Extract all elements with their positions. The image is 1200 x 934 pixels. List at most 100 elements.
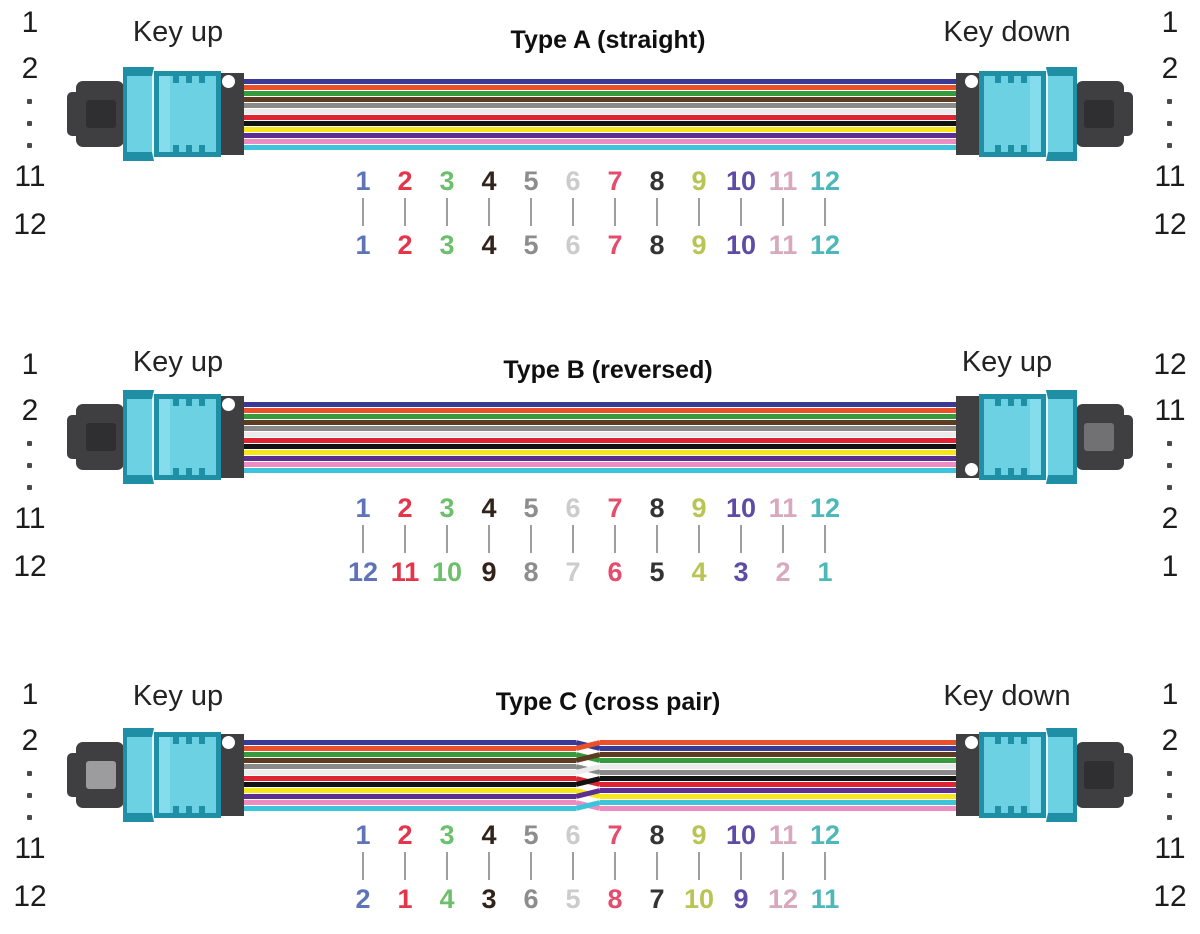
crossed-fiber-2 [576, 740, 600, 751]
pin-ellipsis-dot [27, 441, 32, 446]
map-connector-line [782, 852, 784, 880]
map-line-cell [426, 523, 468, 557]
map-top-number: 4 [481, 166, 497, 196]
map-connector-line [740, 198, 742, 226]
pin-number: 1 [1161, 6, 1179, 39]
fiber-10 [244, 456, 956, 461]
map-bottom-number: 6 [607, 557, 623, 587]
pin-ellipsis-dot [27, 121, 32, 126]
map-line-cell [678, 196, 720, 230]
map-bottom-number: 11 [768, 230, 798, 260]
fiber-10 [244, 133, 956, 138]
map-line-cell [468, 196, 510, 230]
crossed-fiber-4 [576, 752, 600, 763]
map-bottom-number: 4 [439, 884, 455, 914]
connector-housing-inner [123, 390, 154, 484]
pin-ellipsis-dot [1167, 771, 1172, 776]
fiber-9 [244, 788, 576, 793]
map-top-number: 8 [649, 166, 665, 196]
map-connector-line [614, 198, 616, 226]
fiber-1 [600, 746, 956, 751]
map-bottom-number: 4 [481, 230, 497, 260]
map-connector-line [782, 525, 784, 553]
pin-number: 11 [1154, 160, 1186, 193]
map-connector-line [446, 525, 448, 553]
map-line-cell [762, 523, 804, 557]
connector-housing-inner [123, 67, 154, 161]
map-line-cell [552, 196, 594, 230]
pin-number: 2 [21, 52, 39, 85]
connector-housing-outer [154, 394, 221, 480]
map-connector-line [362, 525, 364, 553]
fiber-6 [244, 770, 576, 775]
map-line-cell [510, 523, 552, 557]
fiber-11 [600, 806, 956, 811]
pin-ellipsis-dot [1167, 485, 1172, 490]
map-connector-line [698, 852, 700, 880]
fiber-4 [244, 758, 576, 763]
map-top-number: 10 [725, 166, 757, 196]
map-bottom-number: 12 [809, 230, 841, 260]
map-bottom-number: 5 [649, 557, 665, 587]
crossed-fiber-8 [576, 776, 600, 787]
connector-boot [76, 404, 124, 470]
fiber-5 [244, 764, 576, 769]
map-connector-line [614, 525, 616, 553]
map-connector-line [446, 852, 448, 880]
pin-ellipsis-dot [27, 771, 32, 776]
map-bottom-number: 9 [691, 230, 707, 260]
connector-boot [76, 742, 124, 808]
pin-ellipsis-dot [27, 143, 32, 148]
fiber-2 [244, 746, 576, 751]
map-line-cell [384, 196, 426, 230]
fiber-ribbon-stripes [244, 740, 576, 811]
map-line-cell [594, 850, 636, 884]
pin-number: 2 [21, 394, 39, 427]
fiber-11 [244, 800, 576, 805]
map-connector-line [740, 852, 742, 880]
map-bottom-number: 8 [649, 230, 665, 260]
connector-housing-outer [154, 732, 221, 818]
pin-number: 11 [1154, 394, 1186, 427]
boot-stripe [1084, 423, 1114, 451]
map-top-number: 12 [809, 820, 841, 850]
map-bottom-number: 11 [810, 884, 840, 914]
pin-number: 11 [14, 160, 46, 193]
map-bottom-number: 11 [390, 557, 420, 587]
boot-stripe [86, 423, 116, 451]
white-dot-marker [222, 398, 235, 411]
connector-ferrule [221, 396, 244, 478]
map-connector-line [824, 525, 826, 553]
cable-assembly [67, 728, 1133, 822]
map-line-cell [552, 850, 594, 884]
map-connector-line [572, 525, 574, 553]
fiber-3 [244, 752, 576, 757]
map-connector-line [656, 852, 658, 880]
crossover-zone [576, 740, 600, 811]
pin-ellipsis-dot [1167, 463, 1172, 468]
map-connector-line [446, 198, 448, 226]
connector-boot [76, 81, 124, 147]
map-bottom-number: 3 [733, 557, 749, 587]
map-line-cell [636, 196, 678, 230]
pin-ellipsis-dot [1167, 815, 1172, 820]
connector-ferrule [221, 734, 244, 816]
pin-number: 11 [14, 502, 46, 535]
connector-boot [1076, 404, 1124, 470]
map-bottom-number: 7 [649, 884, 665, 914]
